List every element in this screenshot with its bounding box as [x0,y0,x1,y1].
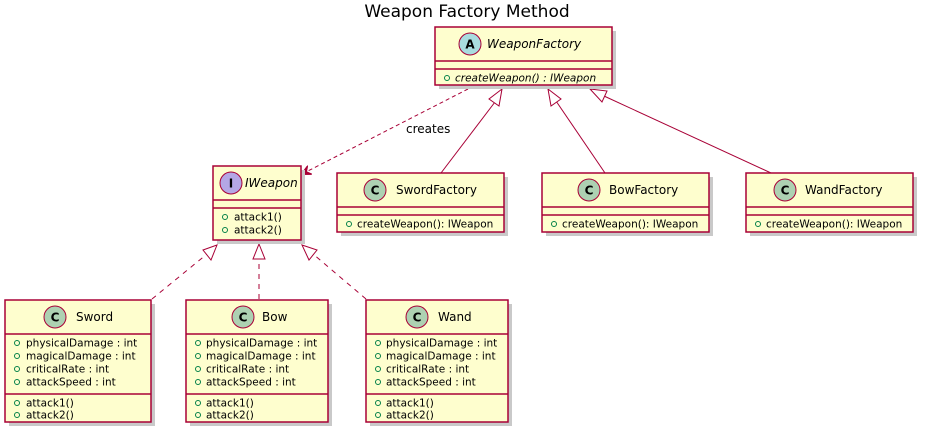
creates-dependency-arrow [302,88,469,174]
bow-name: Bow [262,310,288,324]
abstract-badge-letter: A [465,38,475,52]
wand-field: physicalDamage : int [386,338,497,350]
sword-factory-method: createWeapon(): IWeapon [357,219,493,231]
public-visibility-icon [14,412,20,418]
generalization-sword-factory [440,87,503,174]
class-badge-letter: C [413,311,422,325]
public-visibility-icon [14,400,20,406]
interface-badge-icon [219,171,243,195]
wand-field: criticalRate : int [386,364,469,376]
sword-field: magicalDamage : int [26,351,136,363]
public-visibility-icon [551,221,557,227]
wand-field: magicalDamage : int [386,351,496,363]
public-visibility-icon [375,379,381,385]
bow-factory-method: createWeapon(): IWeapon [562,219,698,231]
sword-method: attack2() [26,410,74,422]
realization-wand [301,244,367,300]
diagram-title: Weapon Factory Method [364,2,569,22]
bow-field: criticalRate : int [206,364,289,376]
class-badge-icon [363,178,387,202]
class-badge-letter: C [239,311,248,325]
bow-field: magicalDamage : int [206,351,316,363]
sword-field: criticalRate : int [26,364,109,376]
sword-factory-class: C SwordFactory createWeapon(): IWeapon [336,172,508,236]
public-visibility-icon [222,214,228,220]
wand-field: attackSpeed : int [386,377,476,389]
public-visibility-icon [195,412,201,418]
sword-class: C Sword physicalDamage : int magicalDama… [4,299,155,426]
public-visibility-icon [195,340,201,346]
class-badge-icon [577,178,601,202]
public-visibility-icon [222,227,228,233]
public-visibility-icon [14,366,20,372]
wand-factory-class: C WandFactory createWeapon(): IWeapon [745,172,917,236]
wand-method: attack1() [386,398,434,410]
public-visibility-icon [375,366,381,372]
public-visibility-icon [195,353,201,359]
public-visibility-icon [346,221,352,227]
class-badge-letter: C [585,184,594,198]
generalization-bow-factory [547,87,606,174]
class-badge-icon [43,305,67,329]
public-visibility-icon [375,412,381,418]
realization-sword [151,244,218,300]
public-visibility-icon [195,379,201,385]
bow-class: C Bow physicalDamage : int magicalDamage… [185,299,332,426]
sword-method: attack1() [26,398,74,410]
wand-factory-method: createWeapon(): IWeapon [766,219,902,231]
class-badge-letter: C [51,311,60,325]
sword-factory-name: SwordFactory [396,183,477,197]
interface-badge-letter: I [229,177,233,191]
sword-name: Sword [76,310,113,324]
weapon-factory-class: A WeaponFactory createWeapon() : IWeapon [434,26,616,89]
creates-label: creates [406,122,450,136]
realization-bow [252,242,266,299]
class-badge-letter: C [781,184,790,198]
public-visibility-icon [375,353,381,359]
iweapon-name: IWeapon [245,176,298,190]
public-visibility-icon [14,379,20,385]
bow-field: attackSpeed : int [206,377,296,389]
bow-factory-class: C BowFactory createWeapon(): IWeapon [541,172,713,236]
sword-field: physicalDamage : int [26,338,137,350]
wand-factory-name: WandFactory [805,183,883,197]
abstract-badge-icon [458,32,482,56]
class-badge-icon [405,305,429,329]
wand-method: attack2() [386,410,434,422]
weapon-factory-method: createWeapon() : IWeapon [455,73,596,85]
bow-method: attack1() [206,398,254,410]
bow-field: physicalDamage : int [206,338,317,350]
wand-class: C Wand physicalDamage : int magicalDamag… [365,299,512,426]
public-visibility-icon [14,353,20,359]
bow-method: attack2() [206,410,254,422]
wand-name: Wand [438,310,472,324]
iweapon-interface: I IWeapon attack1() attack2() [212,165,305,244]
public-visibility-icon [444,75,450,81]
bow-factory-name: BowFactory [609,183,678,197]
sword-field: attackSpeed : int [26,377,116,389]
iweapon-method: attack1() [234,212,282,224]
class-badge-icon [231,305,255,329]
public-visibility-icon [195,366,201,372]
public-visibility-icon [375,400,381,406]
class-badge-letter: C [371,184,380,198]
public-visibility-icon [14,340,20,346]
iweapon-method: attack2() [234,225,282,237]
weapon-factory-name: WeaponFactory [487,37,582,51]
class-badge-icon [773,178,797,202]
public-visibility-icon [375,340,381,346]
public-visibility-icon [195,400,201,406]
public-visibility-icon [755,221,761,227]
generalization-wand-factory [588,88,772,174]
